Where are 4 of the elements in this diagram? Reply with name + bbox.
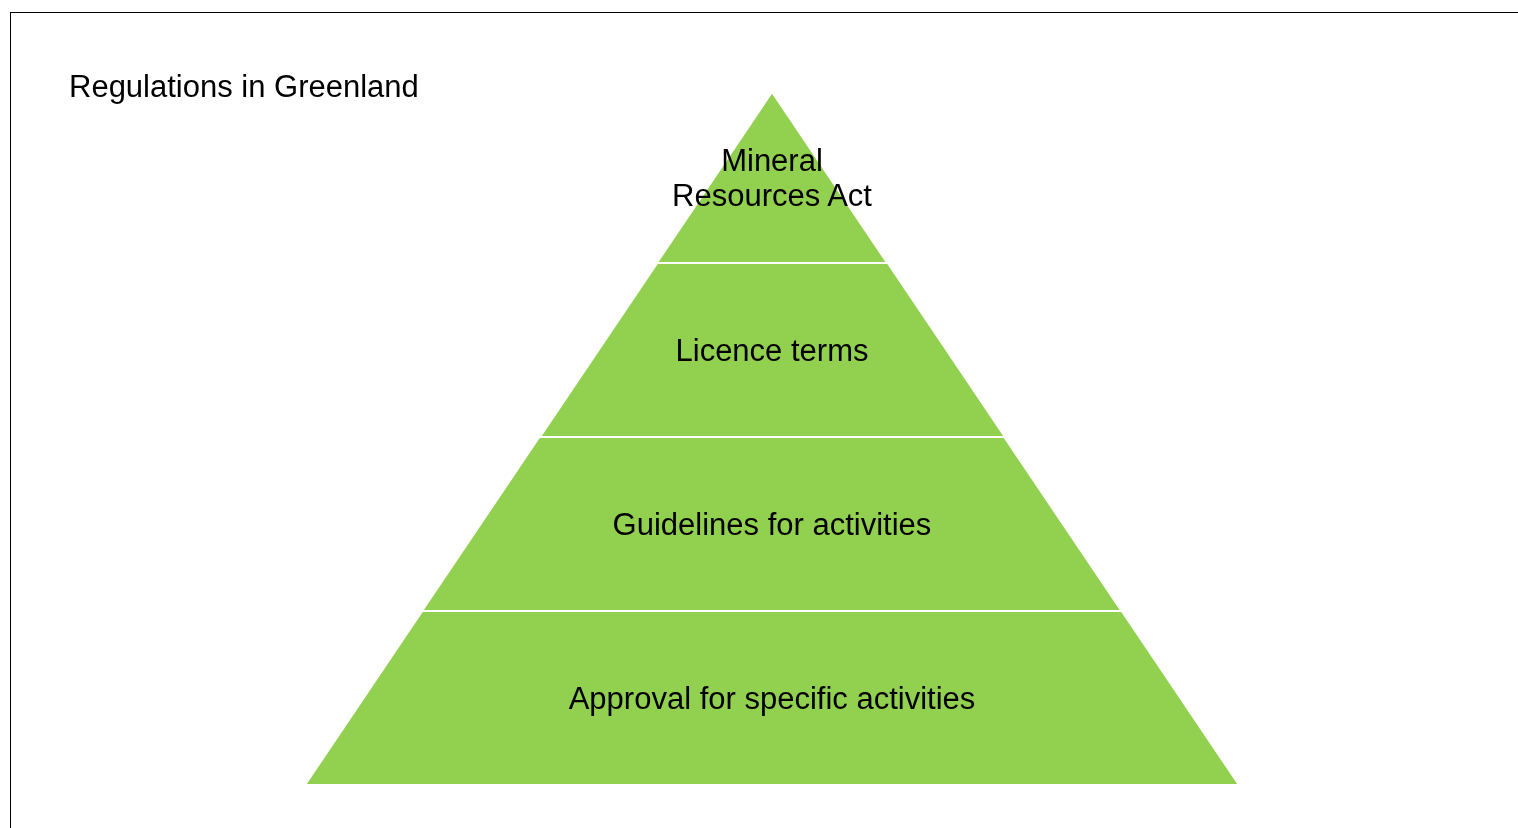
band-label: Approval for specific activities <box>567 680 977 716</box>
diagram-title: Regulations in Greenland <box>69 68 419 106</box>
band-label: Guidelines for activities <box>611 506 933 542</box>
band-label: Licence terms <box>674 332 870 368</box>
